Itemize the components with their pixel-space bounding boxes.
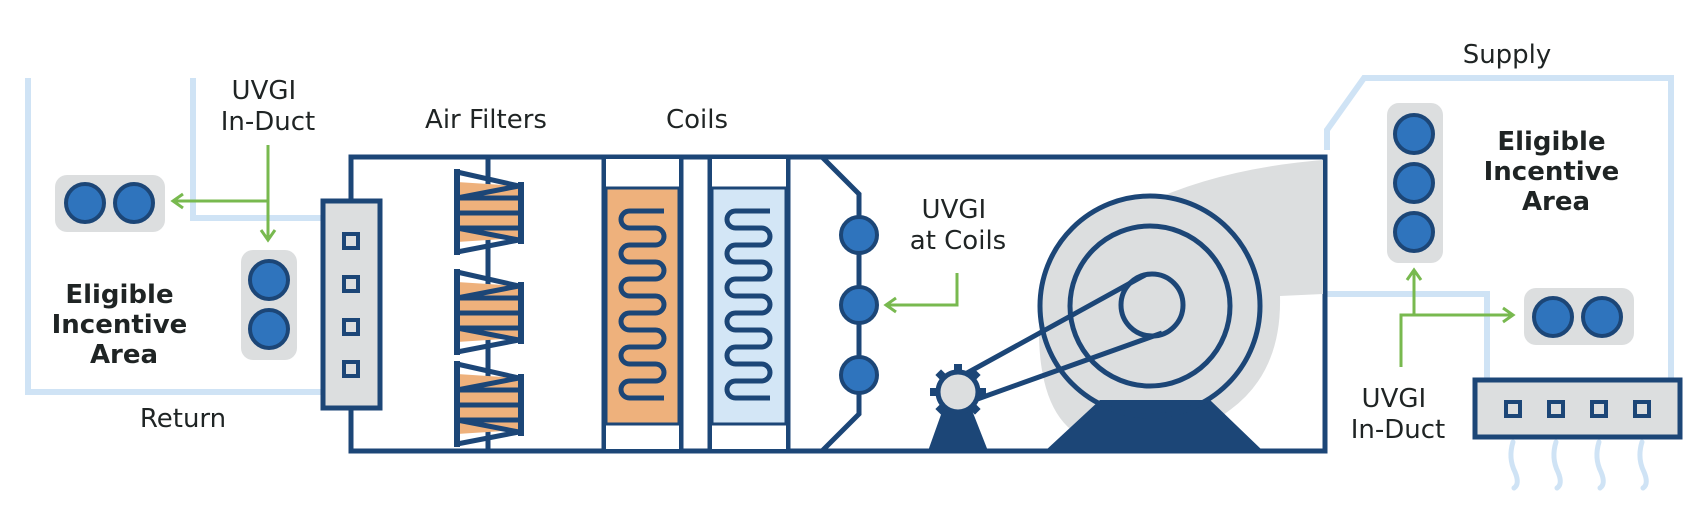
- uvgi-lamp: [113, 182, 155, 224]
- uvgi-coil-rack: [820, 155, 879, 453]
- arrow-right-icon: [1502, 306, 1516, 324]
- supply-duct: [1324, 75, 1674, 383]
- cooling-coil-serpentine: [724, 208, 773, 401]
- label-eligible-left: Eligible Incentive Area: [52, 280, 197, 370]
- arrow-left-icon: [170, 192, 184, 210]
- coil-section: [601, 157, 791, 451]
- return-duct-inner: [190, 78, 326, 221]
- uvgi-lamp: [1393, 162, 1435, 204]
- uvgi-supply-horizontal: [1524, 288, 1634, 345]
- supply-duct-inner: [1327, 291, 1490, 383]
- label-uvgi-in-duct-return: UVGI In-Duct: [221, 76, 316, 137]
- label-coils: Coils: [666, 105, 728, 135]
- supply-diffuser: [1472, 377, 1683, 491]
- gear-icon: [930, 364, 986, 420]
- air-filter: [454, 361, 524, 447]
- uvgi-coil-lamp: [839, 285, 879, 325]
- uvgi-lamp: [1393, 211, 1435, 253]
- arrows-return: [170, 145, 277, 243]
- cooling-coil: [710, 159, 788, 449]
- return-duct-outer: [25, 78, 326, 395]
- uvgi-lamp: [1393, 113, 1435, 155]
- uvgi-return-vertical: [241, 250, 297, 360]
- fan-outer-ring: [1037, 193, 1263, 419]
- arrow-coils: [883, 273, 959, 314]
- drive-belt-top: [956, 272, 1147, 381]
- label-air-filters: Air Filters: [425, 105, 547, 135]
- air-filters: [454, 169, 524, 447]
- label-return: Return: [140, 404, 226, 434]
- uvgi-supply-vertical: [1387, 103, 1443, 263]
- supply-duct-outer: [1324, 75, 1674, 383]
- uvgi-lamp: [64, 182, 106, 224]
- air-filter: [454, 269, 524, 355]
- uvgi-lamp: [1581, 296, 1623, 338]
- arrows-supply: [1399, 267, 1516, 367]
- uvgi-coil-lamp: [839, 215, 879, 255]
- fan-inner-ring: [1067, 223, 1233, 389]
- label-uvgi-at-coils: UVGI at Coils: [910, 195, 1006, 256]
- supply-airflow: [1508, 439, 1649, 491]
- arrow-left-icon: [883, 296, 897, 314]
- heating-coil-serpentine: [618, 208, 667, 401]
- uvgi-return-horizontal: [55, 175, 165, 232]
- fan-base: [1045, 400, 1263, 451]
- drive-belt-bottom: [957, 330, 1163, 409]
- uvgi-lamp: [1532, 296, 1574, 338]
- uvgi-lamp: [248, 308, 290, 350]
- label-uvgi-in-duct-supply: UVGI In-Duct: [1351, 384, 1446, 445]
- return-grille: [320, 198, 383, 411]
- label-eligible-right: Eligible Incentive Area: [1484, 127, 1629, 217]
- motor: [928, 272, 1163, 451]
- arrow-down-icon: [259, 229, 277, 243]
- uvgi-coil-lamp: [839, 355, 879, 395]
- uvgi-lamp: [248, 259, 290, 301]
- label-supply: Supply: [1463, 40, 1552, 70]
- blower-fan: [1037, 160, 1323, 451]
- heating-coil: [604, 159, 681, 449]
- return-duct: [25, 78, 326, 395]
- air-filter: [454, 169, 524, 255]
- arrow-up-icon: [1405, 267, 1423, 281]
